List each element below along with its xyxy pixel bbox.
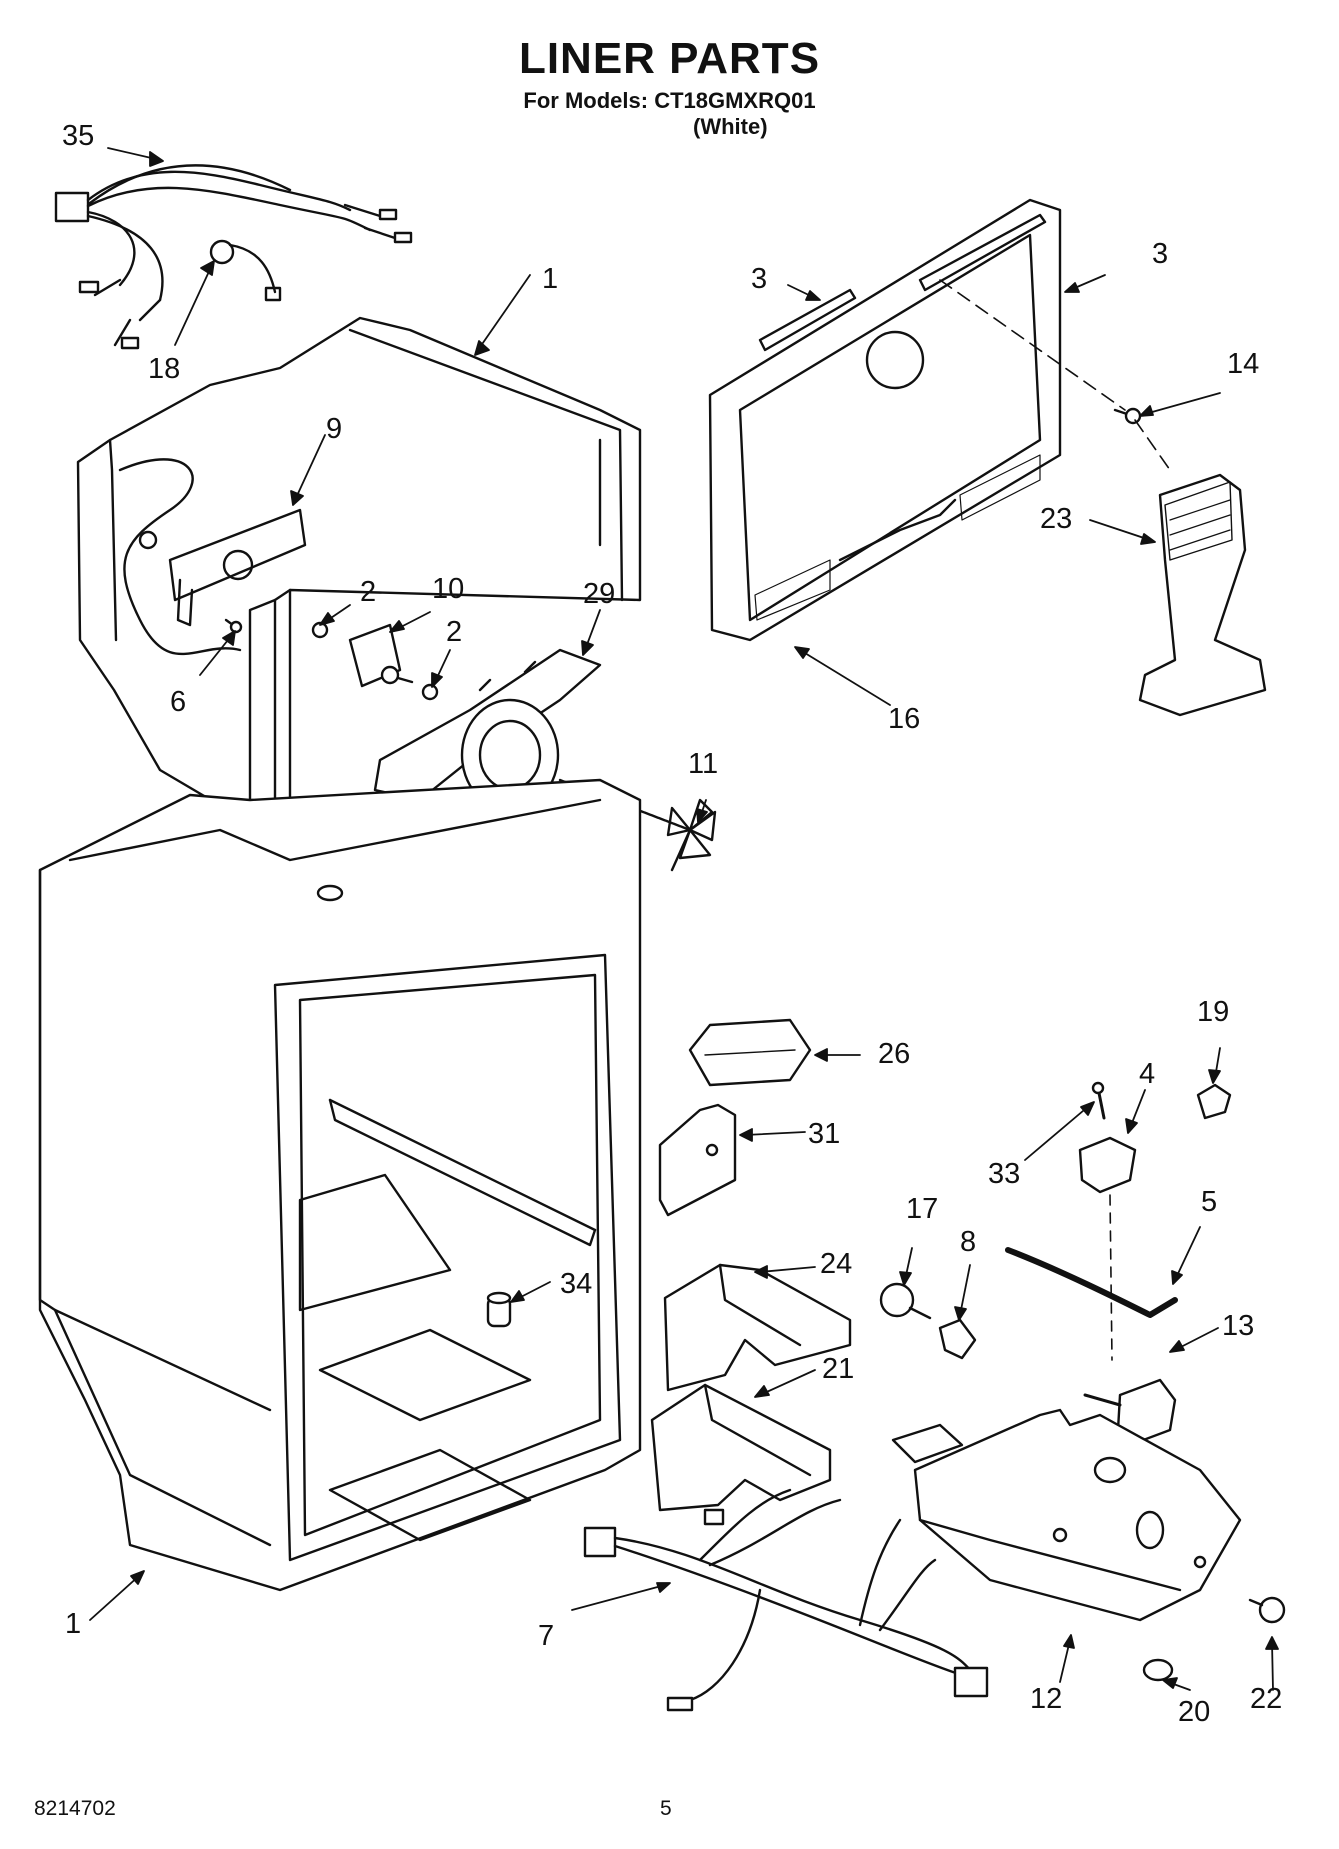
- part-26-light-cover: [688, 1018, 812, 1087]
- callout-24: 24: [820, 1248, 853, 1280]
- callout-3-right: 3: [1152, 238, 1169, 270]
- callout-12: 12: [1030, 1683, 1063, 1715]
- callout-4: 4: [1139, 1058, 1156, 1090]
- callout-35: 35: [62, 120, 95, 152]
- part-22-knob: [1248, 1596, 1286, 1624]
- callout-11: 11: [688, 748, 719, 780]
- callout-10: 10: [432, 573, 465, 605]
- part-4-socket: [1078, 1136, 1137, 1361]
- part-21-tray: [650, 1383, 832, 1512]
- callout-8: 8: [960, 1226, 977, 1258]
- callout-20: 20: [1178, 1696, 1211, 1728]
- leader-lines: [89, 147, 1279, 1691]
- callout-2-b: 2: [446, 616, 463, 648]
- part-31-shield: [658, 1103, 737, 1217]
- callout-9: 9: [326, 413, 343, 445]
- callout-17: 17: [906, 1193, 939, 1225]
- callout-34: 34: [560, 1268, 593, 1300]
- page-title: LINER PARTS: [518, 34, 821, 83]
- part-12-control-housing: [891, 1408, 1242, 1622]
- models-line: For Models: CT18GMXRQ01: [523, 88, 816, 113]
- part-35-wire-harness: [54, 164, 413, 350]
- part-16-rear-panel: [708, 198, 1062, 642]
- part-33-screw: [1091, 1081, 1106, 1120]
- callout-1-top: 1: [542, 263, 559, 295]
- part-9-damper: [168, 508, 307, 627]
- callout-16: 16: [888, 703, 921, 735]
- callout-13: 13: [1222, 1310, 1255, 1342]
- part-1-fresh-food-liner: [38, 778, 642, 1592]
- part-23-air-duct: [1138, 473, 1267, 717]
- part-8-socket: [938, 1318, 977, 1360]
- part-7-wire-harness: [583, 1488, 989, 1712]
- callout-22: 22: [1250, 1683, 1283, 1715]
- part-2-screw-a: [311, 621, 329, 639]
- callout-29: 29: [583, 578, 616, 610]
- part-19-clip: [1196, 1083, 1232, 1120]
- page-number: 5: [660, 1797, 672, 1820]
- callout-33: 33: [988, 1158, 1021, 1190]
- callout-7: 7: [538, 1620, 555, 1652]
- part-1-freezer-liner: [76, 316, 642, 825]
- callout-3-left: 3: [751, 263, 768, 295]
- part-5-tube: [1005, 1247, 1178, 1318]
- callout-19: 19: [1197, 996, 1230, 1028]
- callout-5: 5: [1201, 1186, 1218, 1218]
- callout-18: 18: [148, 353, 181, 385]
- part-34-plug: [486, 1291, 512, 1328]
- callout-21: 21: [822, 1353, 855, 1385]
- callout-2-a: 2: [360, 576, 377, 608]
- part-14-screw: [939, 279, 1171, 471]
- part-2-nut-b: [421, 683, 439, 701]
- part-3-gasket-strip-b: [918, 213, 1047, 292]
- callout-14: 14: [1227, 348, 1260, 380]
- part-10-control: [348, 623, 414, 688]
- part-6-screw: [224, 618, 243, 634]
- part-24-housing: [663, 1263, 852, 1392]
- part-20-grommet: [1142, 1658, 1174, 1682]
- part-17-bulb: [879, 1282, 932, 1320]
- model-variant: (White): [693, 114, 768, 139]
- part-3-gasket-strip-a: [758, 288, 857, 352]
- callout-1-bottom: 1: [65, 1608, 82, 1640]
- callout-23: 23: [1040, 503, 1073, 535]
- document-number: 8214702: [34, 1797, 116, 1820]
- callout-26: 26: [878, 1038, 911, 1070]
- callout-31: 31: [808, 1118, 841, 1150]
- callout-6: 6: [170, 686, 187, 718]
